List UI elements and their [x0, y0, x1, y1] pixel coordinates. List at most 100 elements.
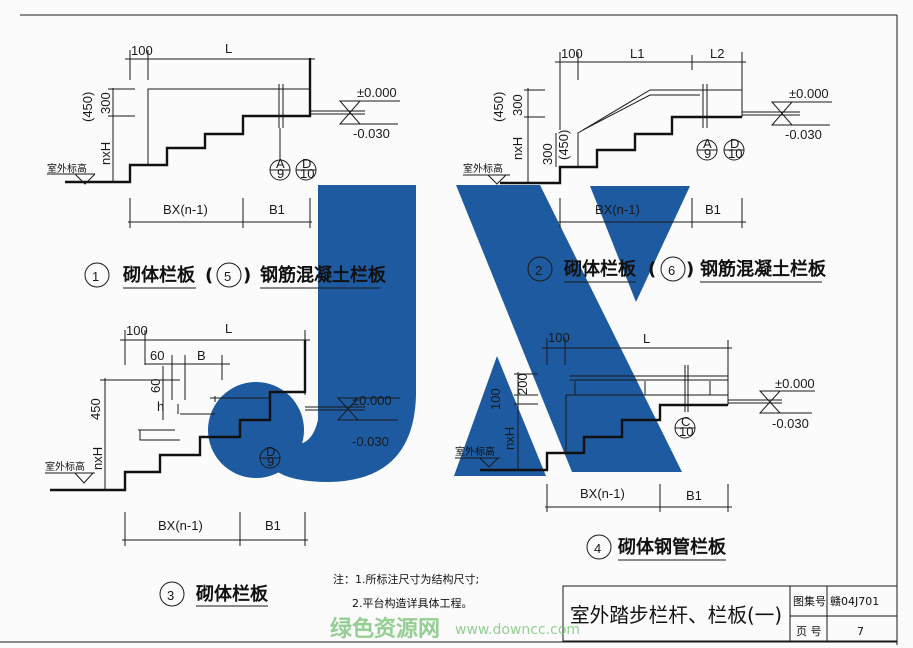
svg-text:200: 200 — [515, 373, 530, 395]
svg-text:A: A — [276, 156, 285, 171]
detail-ref-c10[interactable]: C 10 — [674, 414, 696, 439]
svg-text:室外标高: 室外标高 — [455, 445, 495, 458]
svg-text:砌体栏板: 砌体栏板 — [122, 264, 196, 286]
svg-text:60: 60 — [148, 379, 163, 393]
svg-text:1: 1 — [92, 269, 99, 284]
dim-100: 100 — [131, 43, 153, 58]
detail-ref-a9[interactable]: A 9 — [269, 156, 291, 181]
svg-text:9: 9 — [267, 454, 274, 469]
svg-text:B1: B1 — [705, 202, 721, 217]
svg-text:nxH: nxH — [502, 427, 517, 450]
svg-text:B: B — [197, 348, 206, 363]
svg-text:-0.030: -0.030 — [772, 416, 809, 431]
caption-4: 4 砌体钢管栏板 — [586, 534, 727, 561]
svg-text:5: 5 — [224, 269, 231, 284]
svg-text:(: ( — [205, 265, 213, 286]
svg-text:C: C — [681, 414, 690, 429]
svg-text:钢筋混凝土栏板: 钢筋混凝土栏板 — [260, 264, 387, 286]
svg-text:www.downcc.com: www.downcc.com — [455, 622, 580, 638]
svg-text:6: 6 — [668, 263, 675, 278]
title-block: 室外踏步栏杆、栏板(一) 图集号 赣04J701 页 号 7 — [562, 585, 898, 642]
svg-text:60: 60 — [150, 348, 164, 363]
svg-text:砌体栏板: 砌体栏板 — [563, 258, 637, 280]
svg-text:2.平台构造详具体工程。: 2.平台构造详具体工程。 — [352, 596, 473, 610]
svg-text:L2: L2 — [710, 46, 724, 61]
svg-text:B1: B1 — [265, 518, 281, 533]
svg-text:-0.030: -0.030 — [352, 434, 389, 449]
detail-ref-d9[interactable]: D 9 — [259, 444, 281, 469]
svg-text:±0.000: ±0.000 — [775, 376, 815, 391]
dim-b1: B1 — [269, 202, 285, 217]
svg-text:L: L — [225, 321, 232, 336]
ground-label: 室外标高 — [47, 162, 87, 175]
dim-300: 300 — [98, 92, 113, 114]
svg-text:): ) — [686, 259, 694, 280]
caption-1: 1 砌体栏板 (5 ) 钢筋混凝土栏板 — [84, 262, 387, 289]
svg-text:BX(n-1): BX(n-1) — [158, 518, 203, 533]
svg-text:): ) — [243, 265, 251, 286]
svg-text:(450): (450) — [556, 130, 571, 160]
svg-text:h: h — [157, 399, 164, 414]
watermark-logo — [208, 185, 690, 482]
detail-ref-d10[interactable]: D 10 — [295, 156, 317, 181]
svg-text:10: 10 — [300, 166, 314, 181]
svg-text:室外标高: 室外标高 — [463, 162, 503, 175]
svg-text:B1: B1 — [686, 488, 702, 503]
detail-1-drawing: 100 L (450) 300 nxH 室外标高 ±0.000 -0.030 A… — [47, 41, 400, 228]
elevation-top: ±0.000 — [357, 85, 397, 100]
svg-text:±0.000: ±0.000 — [789, 86, 829, 101]
svg-text:100: 100 — [126, 323, 148, 338]
sheet-frame — [0, 14, 898, 645]
svg-text:室外标高: 室外标高 — [45, 460, 85, 473]
svg-text:nxH: nxH — [510, 137, 525, 160]
caption-3: 3 砌体栏板 — [159, 581, 269, 607]
svg-text:(: ( — [648, 259, 656, 280]
dim-nxH: nxH — [98, 142, 113, 165]
svg-text:图集号: 图集号 — [793, 594, 826, 608]
svg-text:±0.000: ±0.000 — [352, 393, 392, 408]
svg-text:10: 10 — [728, 146, 742, 161]
dim-450: (450) — [80, 92, 95, 122]
svg-text:300: 300 — [510, 94, 525, 116]
svg-text:100: 100 — [548, 330, 570, 345]
svg-text:-0.030: -0.030 — [785, 127, 822, 142]
watermark-text: 绿色资源网 www.downcc.com — [330, 616, 580, 642]
svg-text:页 号: 页 号 — [796, 625, 822, 638]
drawing-title: 室外踏步栏杆、栏板(一) — [570, 603, 782, 627]
svg-text:2: 2 — [535, 263, 542, 278]
svg-text:BX(n-1): BX(n-1) — [595, 202, 640, 217]
svg-text:砌体栏板: 砌体栏板 — [195, 583, 269, 605]
notes: 注：1.所标注尺寸为结构尺寸; 2.平台构造详具体工程。 — [333, 572, 479, 610]
svg-text:100: 100 — [488, 388, 503, 410]
svg-text:A: A — [703, 136, 712, 151]
svg-text:D: D — [266, 444, 275, 459]
detail-ref-d10[interactable]: D 10 — [723, 136, 745, 161]
svg-text:D: D — [730, 136, 739, 151]
detail-2-drawing: 100 L1 L2 (450) 300 nxH 300 (450) 室外标高 ±… — [463, 46, 832, 228]
caption-2: 2 砌体栏板 ( 6 ) 钢筋混凝土栏板 — [527, 256, 827, 283]
svg-text:100: 100 — [561, 46, 583, 61]
svg-text:D: D — [302, 156, 311, 171]
svg-text:绿色资源网: 绿色资源网 — [330, 616, 440, 642]
svg-text:(450): (450) — [491, 92, 506, 122]
svg-text:300: 300 — [540, 143, 555, 165]
svg-text:3: 3 — [167, 588, 174, 603]
svg-text:砌体钢管栏板: 砌体钢管栏板 — [617, 536, 727, 558]
detail-4-drawing: 100 L 200 100 nxH 室外标高 ±0.000 -0.030 C 1… — [455, 330, 815, 512]
svg-text:7: 7 — [857, 625, 864, 638]
svg-text:4: 4 — [594, 541, 601, 556]
elevation-bottom: -0.030 — [353, 126, 390, 141]
svg-text:BX(n-1): BX(n-1) — [580, 486, 625, 501]
svg-text:L1: L1 — [630, 46, 644, 61]
svg-text:赣04J701: 赣04J701 — [830, 594, 879, 608]
svg-text:注：1.所标注尺寸为结构尺寸;: 注：1.所标注尺寸为结构尺寸; — [333, 572, 479, 586]
svg-text:10: 10 — [679, 424, 693, 439]
detail-ref-a9[interactable]: A 9 — [696, 136, 718, 161]
svg-text:钢筋混凝土栏板: 钢筋混凝土栏板 — [700, 258, 827, 280]
svg-text:L: L — [643, 331, 650, 346]
detail-3-drawing: 100 L 60 B 450 60 h nxH 室外标高 ±0.000 -0.0… — [45, 321, 400, 546]
svg-text:450: 450 — [88, 398, 103, 420]
svg-text:nxH: nxH — [90, 447, 105, 470]
